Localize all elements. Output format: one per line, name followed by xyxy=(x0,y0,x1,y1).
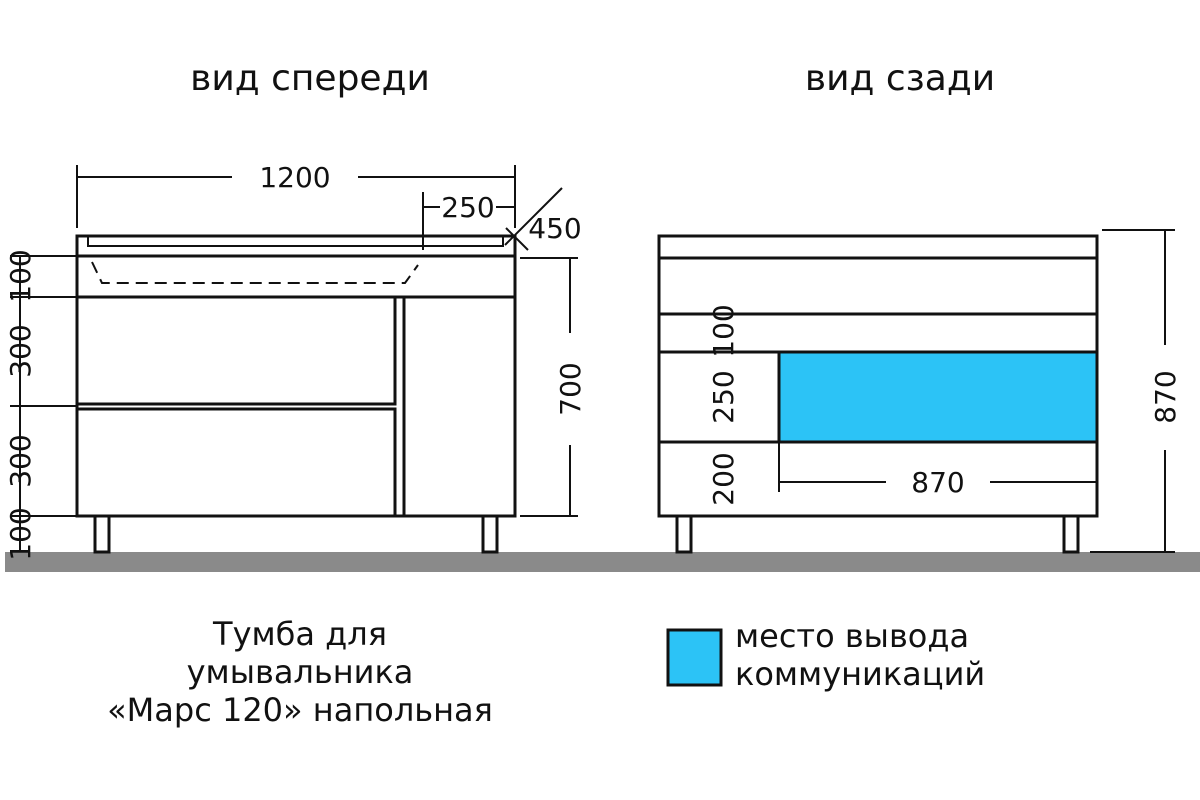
legend-label-line-2: коммуникаций xyxy=(735,655,986,693)
back-view-title: вид сзади xyxy=(805,58,995,99)
lower-drawer xyxy=(75,407,397,518)
back-leg-left xyxy=(675,514,693,554)
dim-left-3: 300 xyxy=(4,434,37,487)
dim-back-870-height: 870 xyxy=(1149,370,1182,423)
dim-250: 250 xyxy=(441,191,494,224)
front-cabinet-body xyxy=(75,254,517,518)
countertop-edge xyxy=(87,235,504,247)
communications-zone xyxy=(777,350,1099,444)
legend-swatch xyxy=(666,628,723,687)
upper-drawer xyxy=(75,295,397,406)
dim-back-870-width: 870 xyxy=(911,466,964,499)
caption: Тумба для умывальника «Марс 120» напольн… xyxy=(70,615,530,729)
dim-back-100: 100 xyxy=(707,304,740,357)
dim-700: 700 xyxy=(554,362,587,415)
back-leg-right xyxy=(1062,514,1080,554)
front-leg-right xyxy=(481,514,499,554)
front-leg-left xyxy=(93,514,111,554)
caption-line-3: «Марс 120» напольная xyxy=(107,691,493,729)
front-view-title: вид спереди xyxy=(190,58,430,99)
dim-left-2: 300 xyxy=(4,324,37,377)
dim-left-4: 100 xyxy=(4,507,37,560)
dim-back-250: 250 xyxy=(707,370,740,423)
depth-tick xyxy=(505,227,529,251)
floor-strip xyxy=(5,552,1200,572)
sink-basin-dashed xyxy=(91,261,419,284)
back-view xyxy=(657,229,1175,554)
dim-450: 450 xyxy=(528,212,581,245)
legend-label: место вывода коммуникаций xyxy=(735,617,985,693)
dim-back-200: 200 xyxy=(707,452,740,505)
dim-left-1: 100 xyxy=(4,249,37,302)
legend-label-line-1: место вывода xyxy=(735,617,970,655)
caption-line-2: умывальника xyxy=(186,653,414,691)
front-view xyxy=(10,165,578,554)
dim-1200: 1200 xyxy=(259,161,330,194)
side-door xyxy=(402,295,517,518)
caption-line-1: Тумба для xyxy=(213,615,387,653)
